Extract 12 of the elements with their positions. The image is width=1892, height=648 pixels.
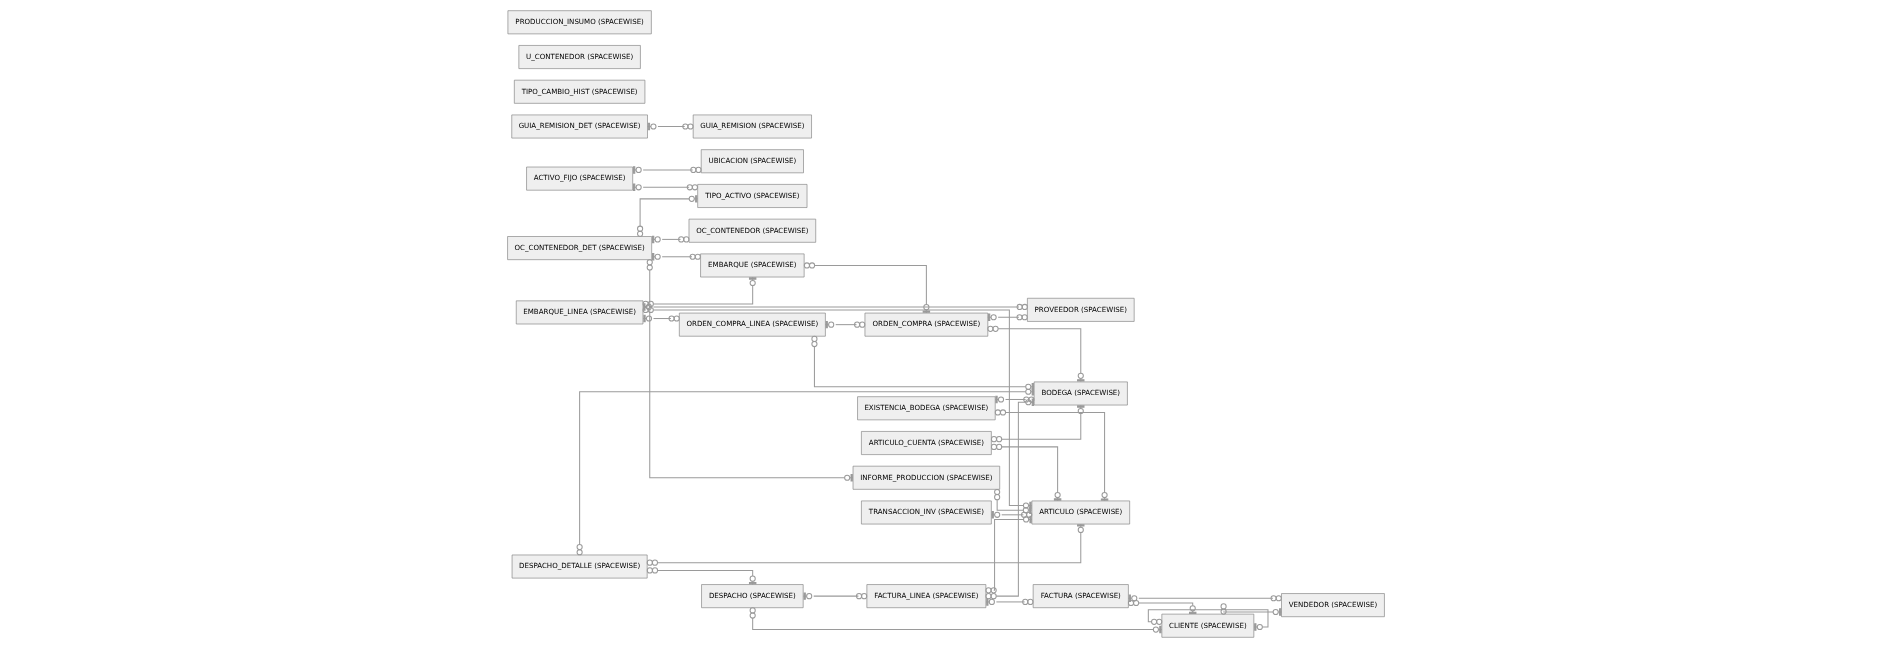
connector [824, 320, 866, 329]
connector [749, 607, 1163, 634]
connector [802, 592, 868, 600]
connector [994, 409, 1109, 502]
connector [990, 511, 1033, 519]
connector [987, 325, 1085, 383]
connector [985, 598, 1034, 606]
connector [646, 523, 1085, 566]
connector [646, 259, 854, 482]
connector [811, 335, 1035, 391]
connector [990, 443, 1062, 502]
connector [637, 195, 699, 237]
